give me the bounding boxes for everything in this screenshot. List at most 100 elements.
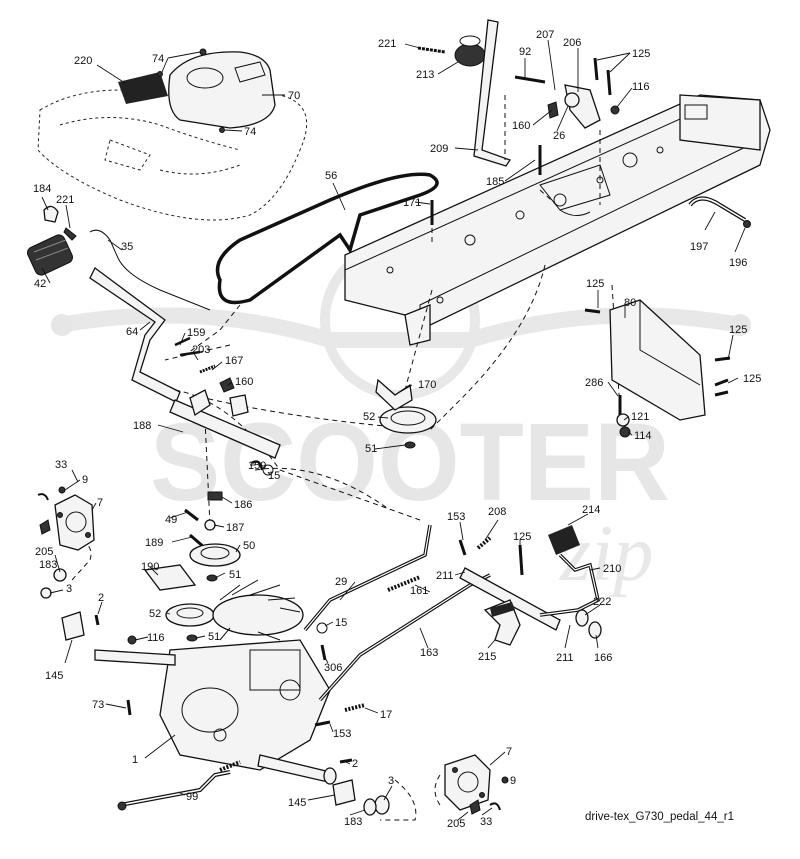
label-286: 286 — [585, 377, 603, 389]
label-185: 185 — [486, 176, 504, 188]
label-221-a: 221 — [378, 38, 396, 50]
label-35: 35 — [121, 241, 133, 253]
label-125-e: 125 — [513, 531, 531, 543]
transaxle-1 — [159, 639, 331, 771]
bolt-73 — [126, 699, 132, 716]
pedal-214 — [548, 525, 580, 555]
axle-right — [257, 754, 331, 783]
label-50: 50 — [243, 540, 255, 552]
label-2-a: 2 — [98, 592, 104, 604]
nut-116-mid — [127, 635, 137, 645]
knob-213 — [454, 43, 486, 67]
label-74-b: 74 — [244, 126, 256, 138]
label-52-a: 52 — [363, 411, 375, 423]
label-208: 208 — [488, 506, 506, 518]
label-74-a: 74 — [152, 53, 164, 65]
screw-74-left — [157, 71, 163, 77]
label-2-b: 2 — [352, 758, 358, 770]
label-306: 306 — [324, 662, 342, 674]
spring-159-mid — [251, 460, 264, 471]
hub-7-right — [444, 754, 491, 811]
washer-3-right — [374, 795, 390, 815]
part-labels: 220 74 74 70 221 213 92 207 206 125 116 … — [33, 29, 761, 830]
label-160-a: 160 — [512, 120, 530, 132]
washer-166 — [588, 621, 602, 639]
label-121: 121 — [631, 411, 649, 423]
spring-17 — [344, 703, 366, 712]
label-80: 80 — [624, 297, 636, 309]
bolt-306 — [320, 644, 327, 661]
key-205-right — [469, 799, 481, 815]
spring-161 — [387, 575, 421, 592]
spring-208 — [476, 536, 492, 550]
axle-left — [94, 649, 176, 666]
frame — [344, 94, 771, 346]
washer-51-upper — [404, 441, 416, 449]
label-207: 207 — [536, 29, 554, 41]
watermark-sub: zip — [559, 510, 653, 598]
lever-35 — [89, 229, 211, 311]
bolt-125-pedal — [518, 544, 524, 576]
hub-7-left — [54, 494, 95, 551]
label-186: 186 — [234, 499, 252, 511]
bracket-170 — [375, 378, 413, 411]
label-51-b: 51 — [229, 569, 241, 581]
label-214: 214 — [582, 504, 600, 516]
clip-221-left — [63, 227, 77, 241]
label-26: 26 — [553, 130, 565, 142]
washer-3-left — [40, 587, 52, 599]
belt-56 — [215, 172, 439, 305]
link-153-upper — [458, 539, 467, 556]
clip-160-mid — [219, 377, 235, 393]
washer-51-lower — [186, 634, 198, 642]
label-49: 49 — [165, 514, 177, 526]
link-186 — [207, 491, 223, 501]
spacer-145-right — [332, 779, 356, 806]
cooling-fan — [212, 579, 304, 641]
rod-197 — [688, 196, 747, 222]
pedal-shaft-188 — [169, 399, 281, 459]
label-7-a: 7 — [97, 497, 103, 509]
label-166: 166 — [594, 652, 612, 664]
lever-209 — [473, 19, 512, 167]
clip-15-lower — [316, 622, 328, 634]
leader-lines — [41, 39, 746, 821]
label-145-b: 145 — [288, 797, 306, 809]
bolts-125-top — [593, 57, 612, 96]
label-9-a: 9 — [82, 474, 88, 486]
label-145-a: 145 — [45, 670, 63, 682]
label-221-b: 221 — [56, 194, 74, 206]
label-52-b: 52 — [149, 608, 161, 620]
label-9-b: 9 — [510, 775, 516, 787]
label-159-a: 159 — [187, 327, 205, 339]
label-7-b: 7 — [506, 746, 512, 758]
label-1: 1 — [132, 754, 138, 766]
label-167: 167 — [225, 355, 243, 367]
link-153-lower — [314, 720, 331, 727]
rod-29 — [303, 524, 432, 632]
bracket-190 — [143, 564, 197, 591]
spring-221 — [417, 46, 446, 54]
spring-167 — [199, 364, 216, 374]
shaft-211 — [459, 567, 561, 631]
label-125-c: 125 — [729, 324, 747, 336]
label-183-a: 183 — [39, 559, 57, 571]
label-213: 213 — [416, 69, 434, 81]
label-17: 17 — [380, 709, 392, 721]
nut-9-left — [58, 486, 66, 494]
label-211-a: 211 — [436, 570, 454, 582]
label-125-d: 125 — [743, 373, 761, 385]
label-64: 64 — [126, 326, 138, 338]
bolt-196 — [743, 220, 751, 228]
washer-183-left — [53, 568, 67, 582]
bolts-125-right — [584, 308, 731, 397]
clip-33-right — [489, 802, 501, 811]
bushing-222 — [575, 609, 589, 627]
label-51-a: 51 — [365, 443, 377, 455]
nut-114 — [619, 426, 631, 438]
clip-184 — [43, 205, 59, 223]
washer-51-mid — [206, 574, 218, 582]
label-209: 209 — [430, 143, 448, 155]
label-15-b: 15 — [335, 617, 347, 629]
